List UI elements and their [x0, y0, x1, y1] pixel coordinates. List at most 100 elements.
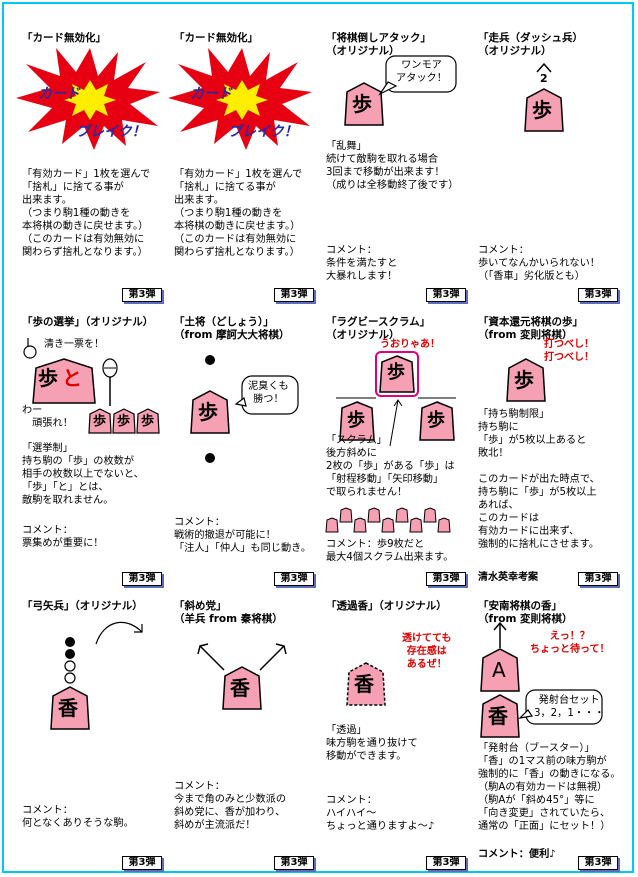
card-body: 続けて敵駒を取れる場合 3回まで移動が出来ます！ （成りは全移動終了後です） — [326, 154, 459, 191]
rule-title: 「透過」 — [326, 725, 367, 736]
piece-label-right: 歩 — [427, 410, 445, 431]
explosion-burst-icon — [16, 48, 160, 150]
card-comment: コメント： 歩いてなんかいられない！ （「香車」劣化版とも） — [478, 245, 600, 282]
rule-title: 「乱舞」 — [326, 141, 367, 152]
card-5: 「歩の選挙」（オリジナル） 清き一票を！ 歩 と わー 頑張れ！ 歩 歩 歩 「… — [14, 306, 166, 590]
card-comment: コメント： 条件を満たすと 大暴れします！ — [326, 245, 398, 282]
small-piece-icon — [112, 408, 136, 434]
card-title: 「資本還元将棋の歩」 （from 変則将棋） — [478, 316, 583, 341]
curved-arrow-icon — [95, 621, 143, 645]
small-piece-label: 歩 — [93, 414, 107, 429]
card-body: 持ち駒の「歩」の枚数が 相手の枚数以上でないと、 「歩」「と」とは、 敵駒を取れ… — [22, 456, 144, 506]
card-3: 「将棋倒しアタック」 （オリジナル） 歩 ワンモア アタック！ 「乱舞」 続けて… — [318, 22, 470, 306]
card-title: 「弓矢兵」（オリジナル） — [22, 600, 143, 612]
piece-label: 歩 — [514, 368, 534, 392]
card-title: 「カード無効化」 — [174, 32, 258, 44]
cheer-text: わー 頑張れ！ — [22, 405, 73, 429]
edition-badge: 第3弾 — [426, 856, 466, 870]
move-arrow-icon — [536, 62, 552, 73]
small-piece-label: 歩 — [117, 414, 131, 429]
card-comment: コメント： ハイハイ〜 ちょっと通りますよ〜♪ — [326, 795, 435, 832]
card-title: 「土将（どしょう）」 （from 摩訶大大将棋） — [174, 316, 290, 341]
card-author: 清水英幸考案 — [478, 572, 538, 583]
shogi-piece-icon — [190, 390, 230, 434]
shogi-piece-icon — [222, 666, 262, 710]
card-comment: コメント： 今まで角のみと少数派の 斜め党に、香が加わり、 斜めが主流派だ！ — [174, 781, 287, 831]
up-arrow-icon — [493, 621, 507, 648]
shout-text: 透けてても 存在感は あるぜ！ — [402, 633, 452, 670]
speech-bubble-icon — [378, 55, 457, 96]
burst-text-2: ブレイク！ — [228, 124, 298, 140]
card-comment: コメント：歩9枚だと 最大4個スクラム出来ます。 — [326, 539, 454, 563]
edition-badge: 第3弾 — [426, 572, 466, 586]
bubble-text: ワンモア アタック！ — [396, 60, 447, 84]
transparent-piece-icon — [346, 662, 386, 706]
card-8: 「資本還元将棋の歩」 （from 変則将棋） 打つべし！ 打つべし！ 歩 「持ち… — [470, 306, 622, 590]
card-body: 「有効カード」1枚を選んで 「捨札」に捨てる事が 出来ます。 （つまり駒1種の動… — [174, 169, 303, 258]
edition-badge: 第3弾 — [274, 288, 314, 302]
piece-label: 歩 — [38, 366, 58, 390]
edition-badge: 第3弾 — [122, 288, 162, 302]
card-title: 「ラグビースクラム」 （オリジナル） — [326, 316, 431, 341]
card-10: 「斜め党」 （羊兵 from 秦将棋） 香 コメント： 今まで角のみと少数派の … — [166, 590, 318, 874]
edition-badge: 第3弾 — [122, 856, 162, 870]
hand-icon — [23, 338, 37, 359]
piece-label: 香 — [58, 696, 78, 720]
shogi-piece-icon — [506, 358, 546, 402]
shogi-piece-icon — [50, 686, 90, 730]
move-dots-icon — [205, 355, 215, 463]
card-body: 「香」の1マス前の味方駒が 強制的に「香」の動きになる。 （駒Aの有効カードは無… — [478, 756, 621, 832]
piece-label: 香 — [354, 672, 374, 696]
card-body: 味方駒を通り抜けて 移動ができます。 — [326, 738, 418, 762]
bubble-text: 泥臭くも 勝つ！ — [248, 381, 289, 405]
card-2: 「カード無効化」 カード ブレイク！ 「有効カード」1枚を選んで 「捨札」に捨て… — [166, 22, 318, 306]
piece-label: 香 — [230, 676, 250, 700]
card-comment: コメント： 票集めが重要に！ — [22, 525, 104, 549]
card-body: 「有効カード」1枚を選んで 「捨札」に捨てる事が 出来ます。 （つまり駒1種の動… — [22, 169, 151, 258]
card-6: 「土将（どしょう）」 （from 摩訶大大将棋） 歩 泥臭くも 勝つ！ コメント… — [166, 306, 318, 590]
card-body: 後方斜めに 2枚の「歩」がある「歩」は 「射程移動」「矢印移動」 で取られません… — [326, 448, 455, 498]
card-9: 「弓矢兵」（オリジナル） 香 コメント： 何となくありそうな駒。 第3弾 — [14, 590, 166, 874]
card-title: 「斜め党」 （羊兵 from 秦将棋） — [174, 600, 283, 625]
pawn-row-diagram — [325, 507, 451, 533]
bubble-text: 清き一票を！ — [44, 339, 104, 350]
edition-badge: 第3弾 — [426, 288, 466, 302]
card-title: 「歩の選挙」（オリジナル） — [22, 316, 154, 328]
edition-badge: 第3弾 — [274, 856, 314, 870]
piece-label-center: 歩 — [387, 362, 405, 383]
speech-bubble-icon — [518, 689, 603, 725]
piece-label: 歩 — [352, 92, 372, 116]
piece-top-label: A — [492, 658, 506, 682]
bubble-text: 発射台セット 3，2，1・・・ — [534, 695, 605, 719]
explosion-burst-icon — [168, 48, 312, 150]
card-title: 「走兵（ダッシュ兵） （オリジナル） — [478, 32, 583, 57]
move-dots-icon — [64, 637, 76, 684]
card-11: 「透過香」（オリジナル） 透けてても 存在感は あるぜ！ 香 「透過」 味方駒を… — [318, 590, 470, 874]
rule-title: 「持ち駒制限」 — [478, 409, 550, 420]
small-piece-icon — [88, 408, 112, 434]
card-comment: コメント： 戦術的撤退が可能に！ 「注人」「仲人」も同じ動き。 — [174, 517, 312, 554]
piece-label-promoted: と — [62, 366, 82, 390]
piece-label: 香 — [488, 704, 508, 728]
speech-bubble-icon — [234, 375, 299, 415]
rule-title: 「発射台（ブースター）」 — [478, 743, 595, 754]
piece-label-left: 歩 — [347, 410, 365, 431]
card-1: 「カード無効化」 カード ブレイク！ 「有効カード」1枚を選んで 「捨札」に捨て… — [14, 22, 166, 306]
piece-label: 歩 — [532, 98, 552, 122]
card-comment: コメント：便利♪ — [478, 849, 556, 860]
shogi-piece-icon — [32, 358, 96, 404]
shout-text: うおりゃあ！ — [380, 339, 440, 350]
rule-title: 「選挙制」 — [22, 443, 73, 454]
card-comment: コメント： 何となくありそうな駒。 — [22, 805, 134, 829]
shogi-piece-icon — [480, 648, 520, 692]
small-piece-label: 歩 — [141, 414, 155, 429]
card-title: 「カード無効化」 — [22, 32, 106, 44]
small-piece-icon — [136, 408, 160, 434]
card-title: 「安南将棋の香」 （from 変則将棋） — [478, 600, 573, 625]
rule-title: 「スクラム」 — [326, 435, 387, 446]
piece-label: 歩 — [198, 400, 218, 424]
shogi-piece-icon — [524, 88, 564, 132]
shogi-piece-icon — [344, 82, 384, 126]
burst-text-1: カード — [38, 86, 80, 102]
